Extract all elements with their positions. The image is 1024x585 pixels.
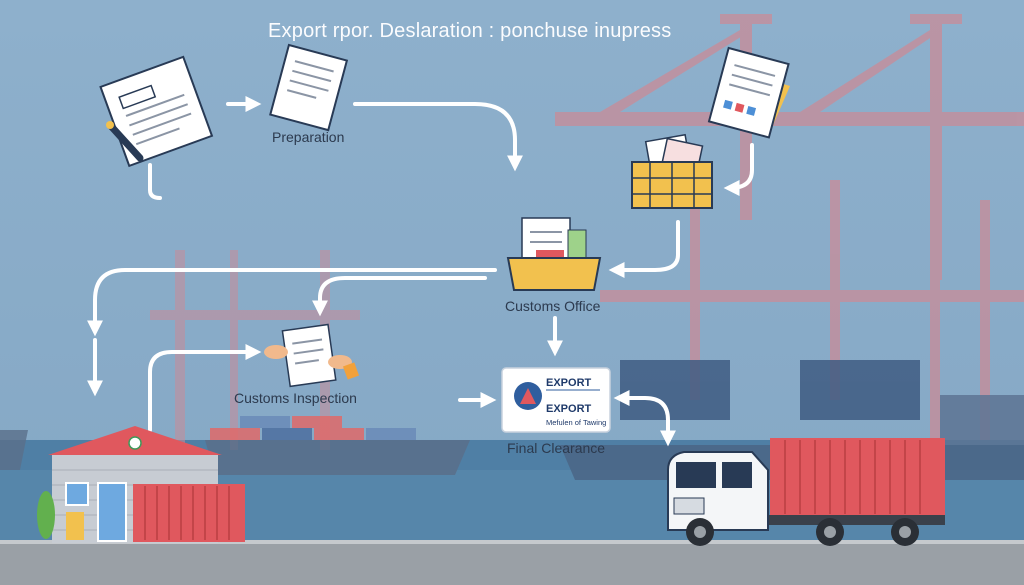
certificate-line-3: Mefulen of Tawing [546,418,606,427]
certificate-line-1: EXPORT [546,377,592,389]
warehouse-building [37,426,222,543]
label-final-clearance: Final Clearance [507,440,606,456]
label-customs-office: Customs Office [505,298,601,314]
certificate-line-2: EXPORT [546,403,592,415]
final-clearance-certificate [501,367,611,433]
customs-inspection-document-icon [264,323,360,388]
label-preparation: Preparation [272,129,345,145]
shipping-container-left [133,484,245,542]
road [0,540,1024,585]
preparation-document-icon [269,43,349,132]
container-truck [667,438,945,546]
document-pen-icon [99,55,214,168]
label-customs-inspection: Customs Inspection [234,390,357,406]
document-crate-icon [631,133,713,209]
export-document-icon [707,46,790,139]
page-title: Export rpor. Deslaration : ponchuse inup… [268,20,672,42]
customs-office-tray-icon [506,217,602,291]
cargo-ship-center [205,416,470,475]
